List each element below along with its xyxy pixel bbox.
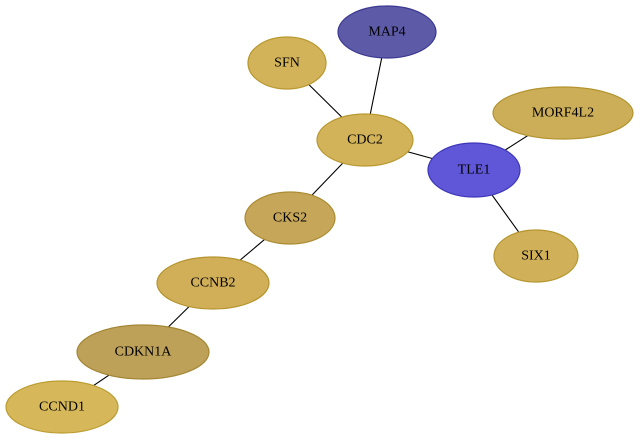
node-ellipse[interactable] [247, 36, 327, 90]
node-map4[interactable]: MAP4 [337, 5, 437, 59]
node-sfn[interactable]: SFN [247, 36, 327, 90]
node-ccnd1[interactable]: CCND1 [5, 380, 119, 434]
node-label: SIX1 [521, 249, 551, 264]
node-label: CDKN1A [115, 345, 173, 360]
node-six1[interactable]: SIX1 [493, 229, 579, 283]
node-ellipse[interactable] [5, 380, 119, 434]
node-morf4l2[interactable]: MORF4L2 [492, 86, 634, 140]
node-cdkn1a[interactable]: CDKN1A [76, 324, 210, 380]
node-cdc2[interactable]: CDC2 [316, 113, 414, 167]
node-label: CKS2 [273, 211, 307, 226]
node-ellipse[interactable] [244, 191, 336, 245]
node-ellipse[interactable] [427, 142, 521, 198]
node-ellipse[interactable] [316, 113, 414, 167]
node-tle1[interactable]: TLE1 [427, 142, 521, 198]
node-ellipse[interactable] [493, 229, 579, 283]
node-ellipse[interactable] [76, 324, 210, 380]
node-ccnb2[interactable]: CCNB2 [156, 256, 270, 310]
node-ellipse[interactable] [337, 5, 437, 59]
node-ellipse[interactable] [156, 256, 270, 310]
node-ellipse[interactable] [492, 86, 634, 140]
node-label: TLE1 [458, 163, 491, 178]
node-label: SFN [274, 56, 300, 71]
node-label: CDC2 [347, 133, 383, 148]
node-label: CCNB2 [190, 276, 235, 291]
node-cks2[interactable]: CKS2 [244, 191, 336, 245]
node-label: MAP4 [368, 25, 405, 40]
node-label: CCND1 [39, 400, 85, 415]
node-label: MORF4L2 [532, 106, 594, 121]
